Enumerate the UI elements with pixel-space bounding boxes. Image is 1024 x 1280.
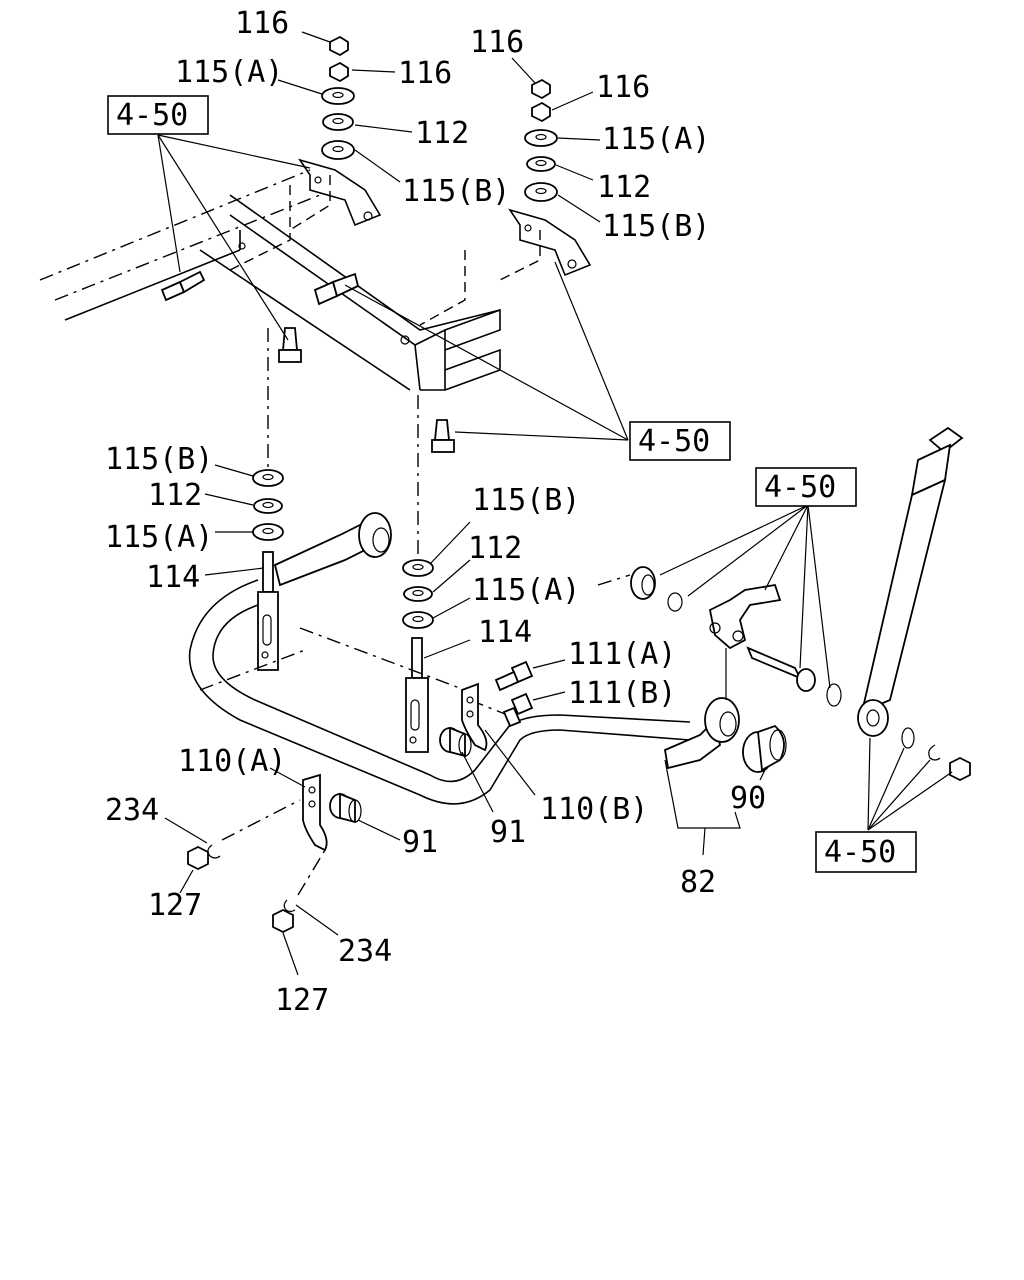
- part-label: 116: [596, 70, 650, 105]
- ref-label: 4-50: [824, 835, 896, 870]
- part-label: 90: [730, 781, 766, 816]
- top-stack-left: [321, 35, 355, 160]
- part-label: 114: [478, 615, 532, 650]
- clip-234-lower: [283, 899, 296, 913]
- bolt-frame-lower: [431, 419, 455, 453]
- stabilizer-arm-right: [663, 697, 740, 770]
- part-labels: 116 116 115(A) 112 115(B) 116 116 115(A)…: [105, 6, 766, 1018]
- part-label: 91: [402, 825, 438, 860]
- part-label: 110(B): [540, 792, 648, 827]
- part-label: 116: [398, 56, 452, 91]
- part-label: 110(A): [178, 744, 286, 779]
- link-114-left: [257, 551, 279, 671]
- upper-bracket-right: [499, 208, 592, 281]
- shock-absorber: [857, 426, 964, 737]
- bracket-110b: [461, 682, 488, 752]
- part-label: 111(A): [568, 637, 676, 672]
- bar-centerline-mid: [299, 627, 466, 691]
- link-114-right: [405, 637, 429, 753]
- shock-hardware: [901, 727, 971, 782]
- upper-bracket-left: [289, 158, 382, 231]
- bolt-111a: [494, 660, 534, 692]
- ref-box-4[interactable]: 4-50: [815, 831, 917, 873]
- part-label: 112: [468, 531, 522, 566]
- lower-stack-left: [252, 469, 284, 541]
- part-label: 115(B): [105, 442, 213, 477]
- bolt-111b: [502, 692, 534, 728]
- part-label: 112: [148, 478, 202, 513]
- bar-centerline-left: [199, 649, 306, 691]
- part-label: 116: [235, 6, 289, 41]
- ref-box-2[interactable]: 4-50: [629, 421, 731, 461]
- stabilizer-arm-left: [273, 512, 392, 587]
- top-stack-right: [524, 78, 558, 202]
- bushing-90: [742, 724, 787, 773]
- part-label: 114: [146, 560, 200, 595]
- part-label: 115(B): [402, 174, 510, 209]
- clip-234-upper: [207, 844, 221, 859]
- part-label: 115(A): [175, 55, 283, 90]
- stabilizer-bar: [188, 579, 691, 805]
- part-label: 234: [338, 934, 392, 969]
- part-label: 116: [470, 25, 524, 60]
- part-label: 234: [105, 793, 159, 828]
- centerline-clip-lower: [297, 849, 326, 896]
- part-label: 127: [275, 983, 329, 1018]
- bracket-110a: [302, 773, 328, 852]
- shackle-bracket: [597, 566, 842, 707]
- ref-box-1[interactable]: 4-50: [107, 95, 209, 135]
- part-label: 115(B): [472, 483, 580, 518]
- lower-stack-right: [402, 559, 434, 629]
- ref-label: 4-50: [764, 470, 836, 505]
- bushing-91-right: [439, 726, 472, 758]
- nut-127-upper: [187, 845, 209, 871]
- ref-label: 4-50: [116, 98, 188, 133]
- centerline-clip-upper: [221, 799, 301, 841]
- part-label: 112: [597, 170, 651, 205]
- part-label: 112: [415, 116, 469, 151]
- frame-crossmember: [39, 169, 501, 391]
- nut-127-lower: [272, 908, 294, 934]
- part-label: 115(B): [602, 209, 710, 244]
- bolt-frame-center: [278, 327, 302, 363]
- part-label: 82: [680, 865, 716, 900]
- part-label: 127: [148, 888, 202, 923]
- part-label: 111(B): [568, 676, 676, 711]
- part-label: 115(A): [472, 573, 580, 608]
- part-label: 115(A): [105, 520, 213, 555]
- ref-box-3[interactable]: 4-50: [755, 467, 857, 507]
- bushing-91-left: [329, 792, 362, 824]
- part-label: 91: [490, 815, 526, 850]
- ref-label: 4-50: [638, 424, 710, 459]
- leader-lines: [157, 31, 953, 976]
- part-label: 115(A): [602, 122, 710, 157]
- bolt-frame-left: [160, 270, 206, 302]
